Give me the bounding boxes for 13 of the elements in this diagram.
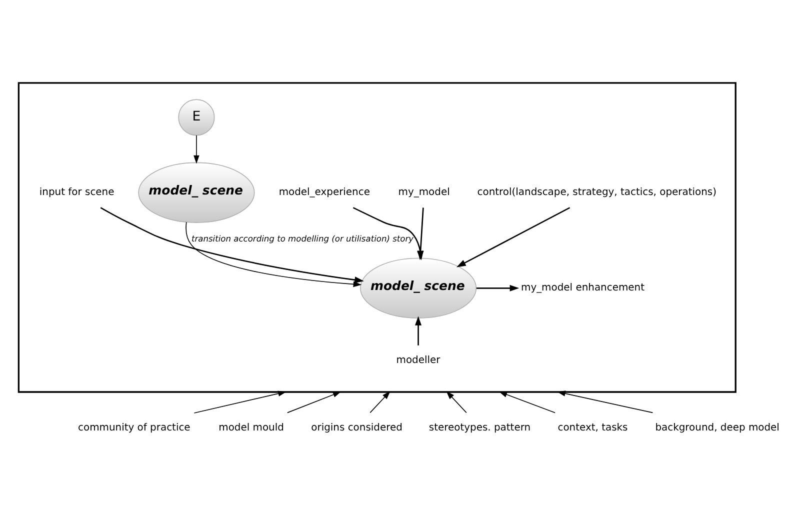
node-text: modeller (396, 355, 440, 366)
node-text: stereotypes. pattern (428, 422, 531, 434)
node-text: model_experience (278, 187, 370, 198)
node-text: model mould (218, 422, 284, 434)
node-text: origins considered (311, 422, 402, 434)
node-text: input for scene (39, 187, 114, 198)
node-text: background, deep model (655, 422, 780, 434)
node-text: control(landscape, strategy, tactics, operations) (477, 187, 716, 198)
node-text: community of practice (78, 422, 190, 434)
node-text: my_model (398, 187, 450, 198)
node-text: my_model enhancement (521, 282, 645, 294)
edge-label: transition according to modelling (or utilisation) story (191, 234, 414, 244)
node-text: context, tasks (558, 422, 628, 434)
